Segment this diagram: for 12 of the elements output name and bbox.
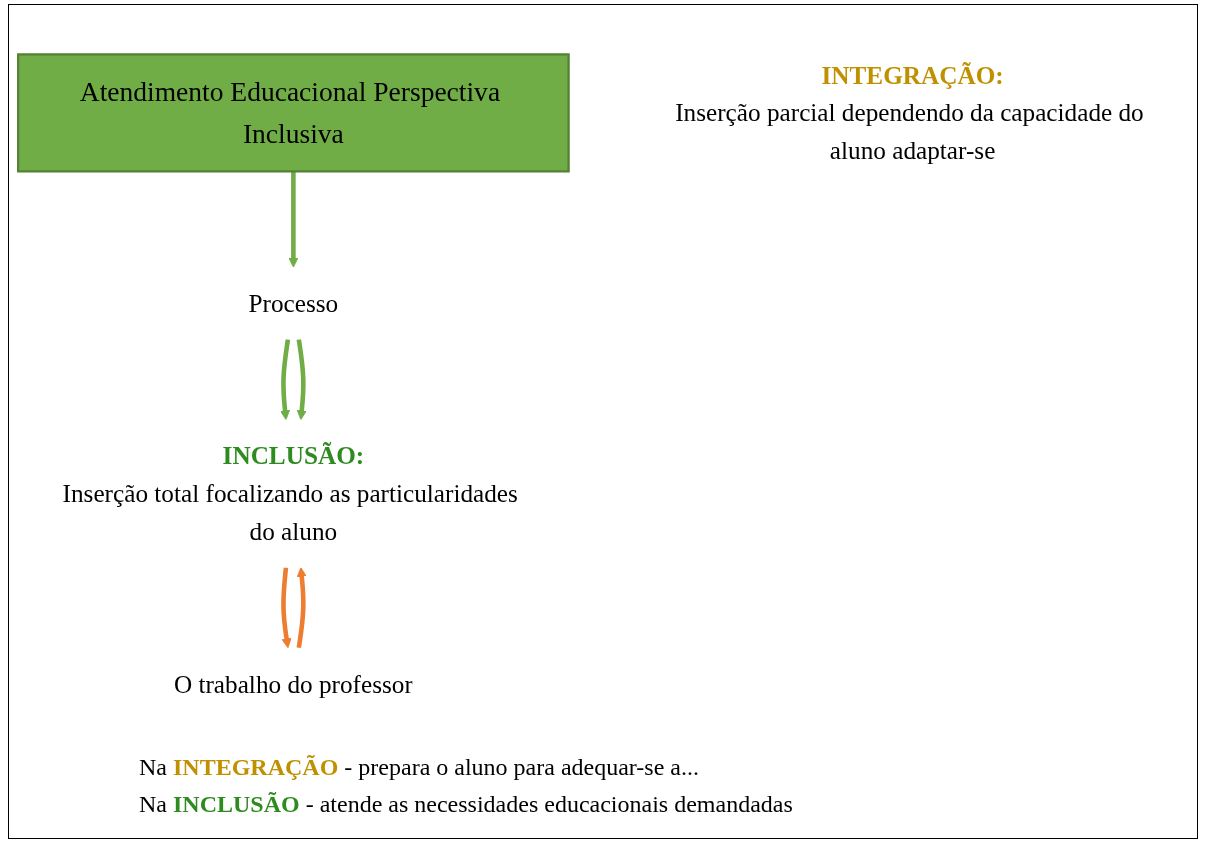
arrow <box>296 567 307 649</box>
node-text: INTEGRAÇÃO: Inserção parcial dependendo da capacidade do aluno adaptar-se <box>675 60 1144 166</box>
node-box: Atendimento Educacional Perspectiva Inclusiva <box>17 53 570 173</box>
node-text: INCLUSÃO: Inserção total focalizando as particularidades do aluno <box>62 441 518 546</box>
arrow <box>288 171 299 268</box>
arrow <box>296 339 307 421</box>
node-text: Processo <box>248 288 339 318</box>
note-text: Na INTEGRAÇÃO - prepara o aluno para adequar-se a... <box>139 754 700 781</box>
arrow <box>281 567 292 649</box>
node-text: O trabalho do professor <box>173 669 413 699</box>
note-text: Na INCLUSÃO - atende as necessidades educacionais demandadas <box>139 791 794 818</box>
arrow <box>280 339 291 421</box>
